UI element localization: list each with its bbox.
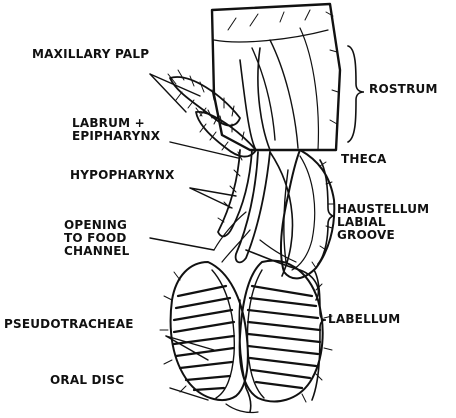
epipharynx-line: EPIPHARYNX bbox=[72, 130, 160, 143]
rostrum-brace bbox=[348, 46, 364, 142]
channel-line: CHANNEL bbox=[64, 245, 129, 258]
haustellum-structure bbox=[246, 150, 334, 300]
haustellum-brace bbox=[318, 160, 334, 264]
pseudotracheae-label: PSEUDOTRACHEAE bbox=[4, 318, 134, 331]
maxillary-palp-label: MAXILLARY PALP bbox=[32, 48, 149, 61]
hypopharynx-label: HYPOPHARYNX bbox=[70, 169, 175, 182]
rostrum-label: ROSTRUM bbox=[369, 83, 438, 96]
labellum-structure bbox=[160, 261, 332, 413]
labrum-epipharynx-label: LABRUM + EPIPHARYNX bbox=[72, 117, 160, 143]
oral-disc-label: ORAL DISC bbox=[50, 374, 124, 387]
labrum-hypopharynx-structure bbox=[214, 150, 270, 262]
opening-food-channel-label: OPENING TO FOOD CHANNEL bbox=[64, 219, 129, 258]
haustellum-labial-groove-label: HAUSTELLUM LABIAL GROOVE bbox=[337, 203, 429, 242]
groove-line: GROOVE bbox=[337, 229, 429, 242]
labellum-label: LABELLUM bbox=[328, 313, 400, 326]
theca-label: THECA bbox=[341, 153, 387, 166]
